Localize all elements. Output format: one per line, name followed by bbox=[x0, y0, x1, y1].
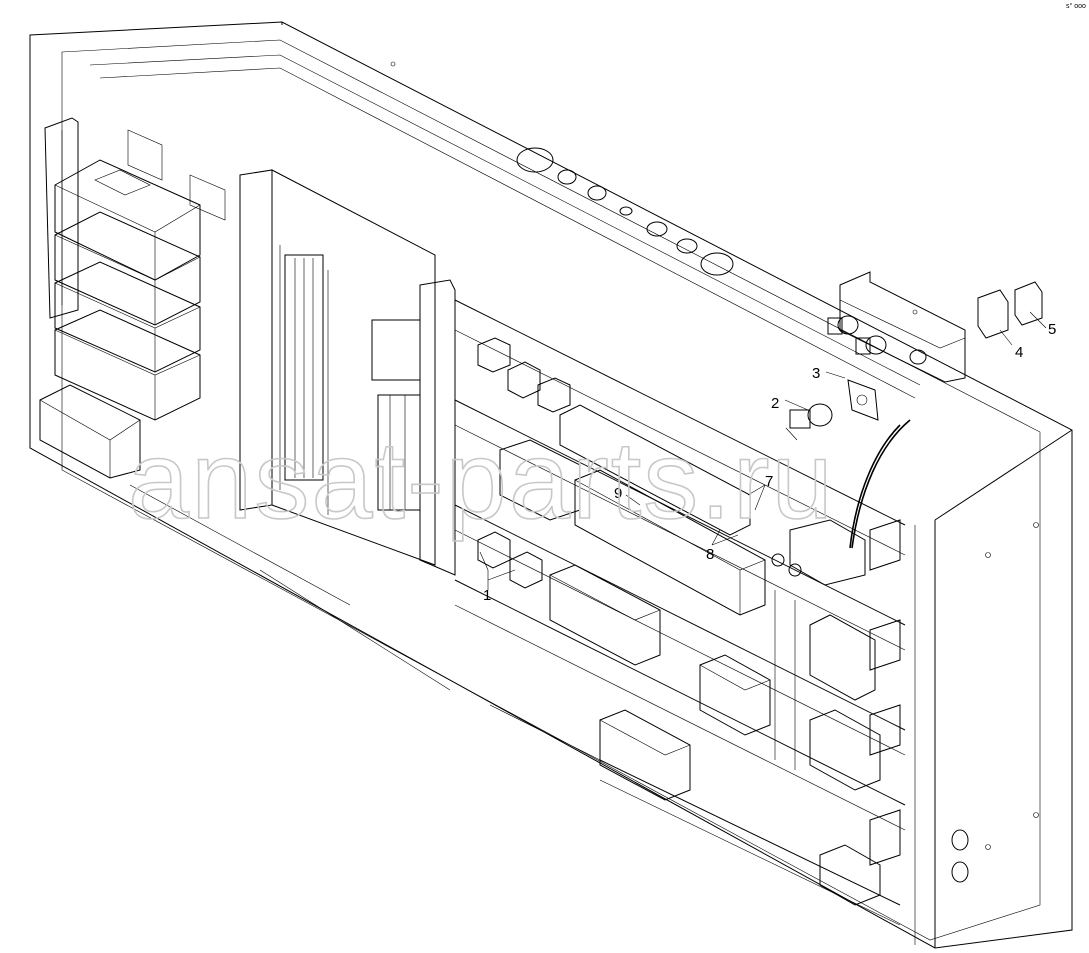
side-panel-holes bbox=[951, 522, 1039, 883]
top-panel-holes bbox=[390, 61, 918, 315]
callout-7: 7 bbox=[765, 473, 773, 490]
corner-mark: s° ooo bbox=[1066, 2, 1086, 10]
cabinet-panel bbox=[29, 21, 1073, 949]
callout-5: 5 bbox=[1048, 321, 1056, 338]
left-channel bbox=[44, 117, 79, 319]
callout-1: 1 bbox=[483, 587, 491, 604]
watermark: ansat-parts.ru bbox=[128, 419, 835, 542]
left-module-stack bbox=[39, 159, 201, 479]
callout-3: 3 bbox=[812, 365, 820, 382]
callout-labels: 1 2 3 4 5 7 8 9 bbox=[483, 321, 1056, 604]
middle-components bbox=[477, 337, 881, 906]
callout-8: 8 bbox=[706, 546, 714, 563]
callout-4: 4 bbox=[1015, 344, 1023, 361]
left-mounting-rails bbox=[127, 129, 601, 761]
callout-leaders bbox=[479, 311, 1047, 590]
callout-9: 9 bbox=[614, 485, 622, 502]
key-switch-assembly bbox=[785, 271, 1043, 549]
vertical-wiring-duct bbox=[239, 169, 456, 576]
horizontal-wiring-ducts bbox=[454, 299, 906, 926]
callout-2: 2 bbox=[771, 395, 779, 412]
